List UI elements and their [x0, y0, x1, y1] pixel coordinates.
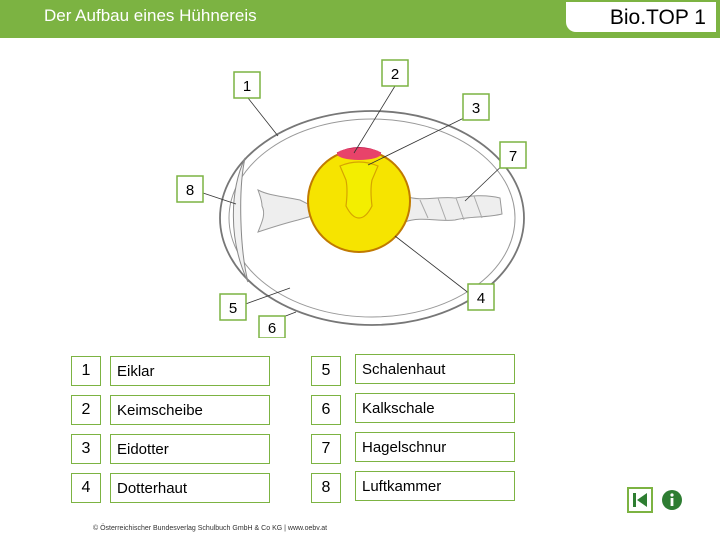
svg-text:3: 3: [472, 100, 480, 117]
legend-num-5: 5: [311, 356, 341, 386]
svg-text:1: 1: [243, 78, 251, 95]
callout-7: 7: [499, 141, 527, 169]
legend-label-2: Keimscheibe: [110, 395, 270, 425]
legend-num-6: 6: [311, 395, 341, 425]
callout-1: 1: [233, 71, 261, 99]
leader-5: [239, 287, 291, 307]
legend-num-3: 3: [71, 434, 101, 464]
chalaza-left: [257, 189, 313, 233]
callout-5: 5: [219, 293, 247, 321]
svg-text:4: 4: [477, 290, 485, 307]
legend-num-8: 8: [311, 473, 341, 503]
egg-diagram: 1 2 3 7 8 4 5 6: [176, 59, 527, 338]
brand-label: Bio.TOP 1: [609, 6, 706, 29]
leader-2: [353, 85, 396, 154]
back-button[interactable]: [627, 487, 653, 513]
legend-label-4: Dotterhaut: [110, 473, 270, 503]
leader-4: [394, 235, 471, 295]
chalaza-twist: [419, 195, 483, 221]
info-button[interactable]: [659, 487, 685, 513]
callout-3: 3: [462, 93, 490, 121]
germinal-disc-cap: [337, 148, 381, 160]
chalaza-right: [404, 195, 503, 223]
legend-num-1: 1: [71, 356, 101, 386]
leader-1: [247, 97, 279, 137]
legend-label-3: Eidotter: [110, 434, 270, 464]
leader-8: [199, 191, 237, 205]
legend-num-4: 4: [71, 473, 101, 503]
air-cell: [232, 157, 249, 283]
page-title: Der Aufbau eines Hühnereis: [44, 6, 257, 25]
legend-label-7: Hagelschnur: [355, 432, 515, 462]
copyright-footer: © Österreichischer Bundesverlag Schulbuc…: [93, 525, 328, 532]
legend-label-5: Schalenhaut: [355, 354, 515, 384]
svg-text:2: 2: [391, 66, 399, 83]
legend-num-2: 2: [71, 395, 101, 425]
svg-text:5: 5: [229, 300, 237, 317]
svg-text:6: 6: [268, 320, 276, 337]
legend-label-8: Luftkammer: [355, 471, 515, 501]
legend-num-7: 7: [311, 434, 341, 464]
info-icon: [662, 490, 682, 510]
back-icon: [633, 493, 647, 507]
callout-6: 6: [258, 315, 286, 338]
svg-text:7: 7: [509, 148, 517, 165]
leader-3: [367, 115, 469, 166]
brand-box: Bio.TOP 1: [566, 2, 716, 32]
callout-2: 2: [381, 59, 409, 87]
callout-4: 4: [467, 283, 495, 311]
shell-membrane: [228, 118, 516, 318]
legend-label-1: Eiklar: [110, 356, 270, 386]
svg-text:8: 8: [186, 182, 194, 199]
callout-8: 8: [176, 175, 204, 203]
latebra: [339, 161, 379, 219]
header-bar: Der Aufbau eines Hühnereis Bio.TOP 1: [0, 0, 720, 38]
legend-label-6: Kalkschale: [355, 393, 515, 423]
